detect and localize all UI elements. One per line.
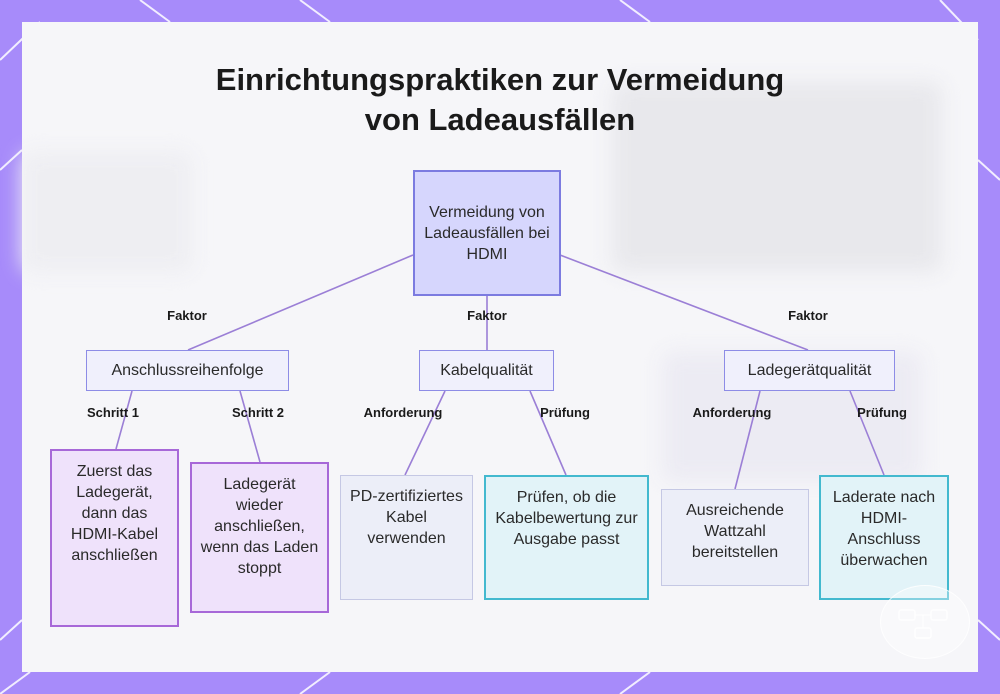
leaf-node-label: Ladegerät wieder anschließen, wenn das L… [200,474,319,579]
edge-label-requirement-cable: Anforderung [364,405,443,420]
leaf-node-step-1: Zuerst das Ladegerät, dann das HDMI-Kabe… [50,449,179,627]
edge-branch-2-child-1 [405,391,445,475]
leaf-node-label: Prüfen, ob die Kabelbewertung zur Ausgab… [494,487,639,550]
edge-label-factor-3: Faktor [788,308,828,323]
edge-label-factor-1: Faktor [167,308,207,323]
edge-branch-1-child-1 [116,391,132,449]
leaf-node-wattage: Ausreichende Wattzahl bereitstellen [661,489,809,586]
leaf-node-label: Laderate nach HDMI-Anschluss überwachen [829,487,939,571]
logo-badge [880,585,970,659]
branch-node-label: Ladegerätqualität [748,360,872,381]
edge-branch-3-child-2 [850,391,884,475]
leaf-node-step-2: Ladegerät wieder anschließen, wenn das L… [190,462,329,613]
branch-node-connection-order: Anschlussreihenfolge [86,350,289,391]
edge-label-factor-2: Faktor [467,308,507,323]
leaf-node-pd-cable: PD-zertifiziertes Kabel verwenden [340,475,473,600]
edge-branch-2-child-2 [530,391,566,475]
root-node: Vermeidung von Ladeausfällen bei HDMI [413,170,561,296]
edge-label-requirement-charger: Anforderung [693,405,772,420]
edge-root-branch-1 [188,255,413,350]
leaf-node-label: PD-zertifiziertes Kabel verwenden [349,486,464,549]
leaf-node-charge-rate: Laderate nach HDMI-Anschluss überwachen [819,475,949,600]
root-node-label: Vermeidung von Ladeausfällen bei HDMI [423,202,551,265]
network-icon [881,586,969,658]
edge-label-check-cable: Prüfung [540,405,590,420]
edge-label-step-1: Schritt 1 [87,405,139,420]
branch-node-label: Kabelqualität [440,360,533,381]
edge-label-check-charger: Prüfung [857,405,907,420]
branch-node-charger-quality: Ladegerätqualität [724,350,895,391]
leaf-node-label: Zuerst das Ladegerät, dann das HDMI-Kabe… [60,461,169,566]
edge-root-branch-3 [560,255,808,350]
edge-branch-1-child-2 [240,391,260,462]
branch-node-label: Anschlussreihenfolge [111,360,263,381]
leaf-node-cable-rating: Prüfen, ob die Kabelbewertung zur Ausgab… [484,475,649,600]
branch-node-cable-quality: Kabelqualität [419,350,554,391]
leaf-node-label: Ausreichende Wattzahl bereitstellen [670,500,800,563]
edge-label-step-2: Schritt 2 [232,405,284,420]
